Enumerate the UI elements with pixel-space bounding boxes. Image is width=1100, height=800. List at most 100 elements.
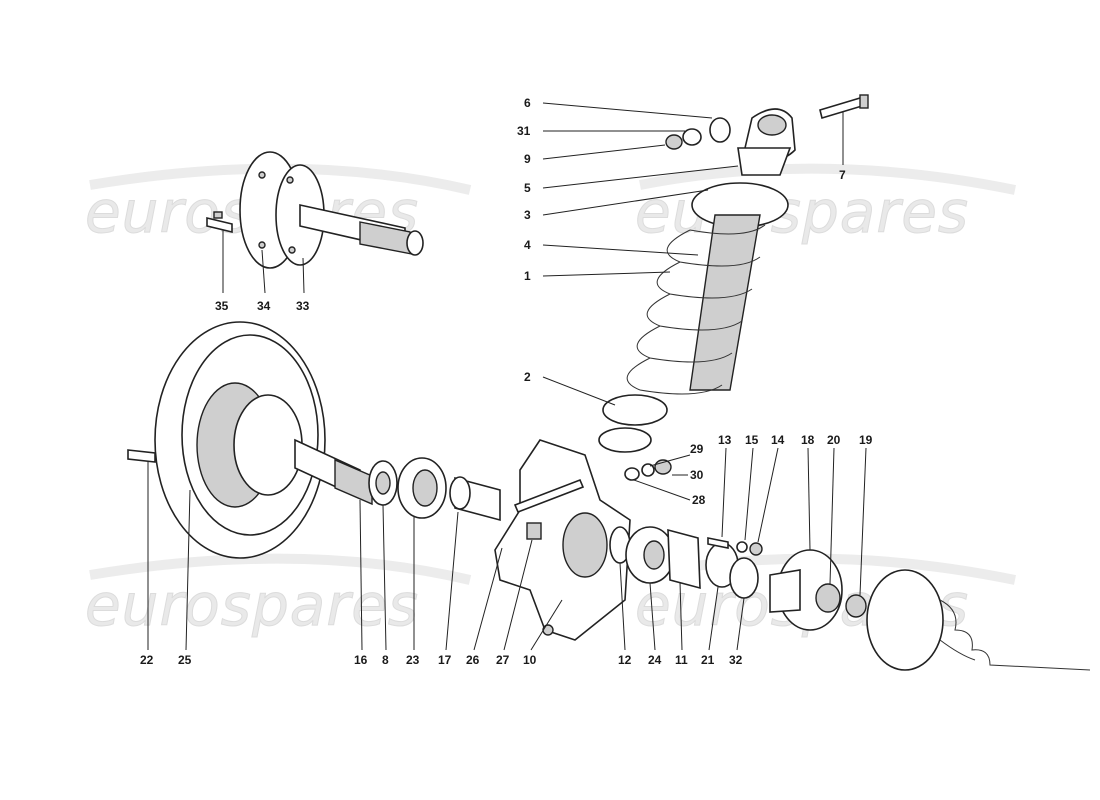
watermark-swoosh — [89, 553, 472, 585]
outer-bearing-group — [609, 526, 763, 599]
callout-19: 19 — [859, 433, 873, 447]
watermark-swoosh — [639, 163, 1017, 195]
leader-6 — [542, 102, 713, 119]
leader-34 — [261, 249, 266, 294]
callout-17: 17 — [438, 653, 452, 667]
leader-8 — [382, 504, 387, 651]
upright-hole — [542, 624, 554, 636]
callout-21: 21 — [701, 653, 715, 667]
flange-hole — [258, 241, 266, 249]
callout-4: 4 — [524, 238, 531, 252]
flange-hole — [288, 246, 296, 254]
callout-11: 11 — [675, 653, 688, 667]
watermark-text: eurospares — [635, 178, 969, 246]
leader-12 — [619, 562, 626, 651]
mounting-bolt-head — [859, 94, 869, 109]
leader-16 — [359, 499, 363, 651]
upright-bolt — [513, 478, 585, 514]
callout-7: 7 — [839, 168, 846, 182]
callout-16: 16 — [354, 653, 368, 667]
leader-13 — [721, 447, 727, 538]
hub-flange-assembly — [206, 151, 424, 269]
washer-28 — [624, 467, 640, 481]
leader-25 — [185, 489, 191, 651]
flange-hole — [286, 176, 294, 184]
upright-bore — [562, 512, 608, 578]
wheel-stud — [206, 216, 233, 234]
leader-19 — [859, 447, 867, 596]
callout-5: 5 — [524, 181, 531, 195]
callout-10: 10 — [523, 653, 537, 667]
spring-lower-seat — [602, 394, 668, 426]
flange-hole — [258, 171, 266, 179]
leader-4 — [542, 244, 699, 256]
leader-lines — [147, 102, 867, 651]
leader-11 — [679, 581, 683, 651]
callout-9: 9 — [524, 152, 531, 166]
leader-3 — [542, 189, 709, 216]
coil-spring — [639, 224, 766, 395]
callout-28: 28 — [692, 493, 706, 507]
leader-15 — [744, 447, 754, 541]
callout-24: 24 — [648, 653, 662, 667]
leader-20 — [829, 447, 835, 585]
callout-32: 32 — [729, 653, 743, 667]
leader-33 — [302, 257, 305, 294]
callout-22: 22 — [140, 653, 154, 667]
wheel-stud-head — [213, 211, 223, 219]
leader-18 — [807, 447, 811, 551]
callout-35: 35 — [215, 299, 229, 313]
washer-29 — [641, 463, 655, 477]
callout-12: 12 — [618, 653, 632, 667]
spacer-end — [449, 476, 471, 510]
watermark-text: eurospares — [85, 571, 419, 639]
hub-shaft-end — [406, 230, 424, 256]
bearing-inner — [412, 469, 438, 507]
flange-20-bore — [815, 583, 841, 613]
upright-stud — [526, 522, 542, 540]
leader-14 — [757, 447, 779, 543]
drive-shaft-splines — [334, 458, 373, 506]
callout-6: 6 — [524, 96, 531, 110]
bolt-13 — [707, 537, 729, 549]
bearing-cover-11 — [667, 528, 701, 590]
callout-33: 33 — [296, 299, 310, 313]
leader-9 — [542, 144, 666, 160]
leader-21 — [708, 586, 719, 651]
callout-labels: 6 31 9 5 3 4 1 2 7 35 34 33 22 25 16 8 2… — [140, 96, 873, 667]
mounting-bolt — [819, 96, 863, 120]
hub-flange — [233, 394, 303, 496]
leader-1 — [542, 271, 671, 277]
callout-30: 30 — [690, 468, 704, 482]
callout-25: 25 — [178, 653, 192, 667]
callout-2: 2 — [524, 370, 531, 384]
nut-19 — [845, 594, 867, 618]
leader-24 — [649, 582, 656, 651]
leader-2 — [542, 376, 616, 406]
callout-34: 34 — [257, 299, 271, 313]
bushing — [709, 117, 731, 143]
washer-15 — [736, 541, 748, 553]
washer — [682, 128, 702, 146]
callout-26: 26 — [466, 653, 480, 667]
callout-31: 31 — [517, 124, 531, 138]
leader-27 — [503, 539, 533, 651]
callout-23: 23 — [406, 653, 420, 667]
leader-32 — [736, 597, 745, 651]
callout-27: 27 — [496, 653, 510, 667]
bearing-24-bore — [643, 540, 665, 570]
callout-14: 14 — [771, 433, 785, 447]
shock-absorber-assembly — [598, 94, 869, 453]
callout-8: 8 — [382, 653, 389, 667]
leader-26 — [473, 547, 503, 651]
seal-ring-bore — [375, 471, 391, 495]
callout-29: 29 — [690, 442, 704, 456]
cv-boot — [939, 599, 1091, 671]
cv-joint-housing — [866, 569, 944, 671]
brake-disc-assembly — [127, 321, 373, 559]
callout-15: 15 — [745, 433, 759, 447]
damper-body — [689, 214, 761, 391]
hub-carrier — [494, 439, 631, 641]
bump-stop — [737, 147, 792, 176]
